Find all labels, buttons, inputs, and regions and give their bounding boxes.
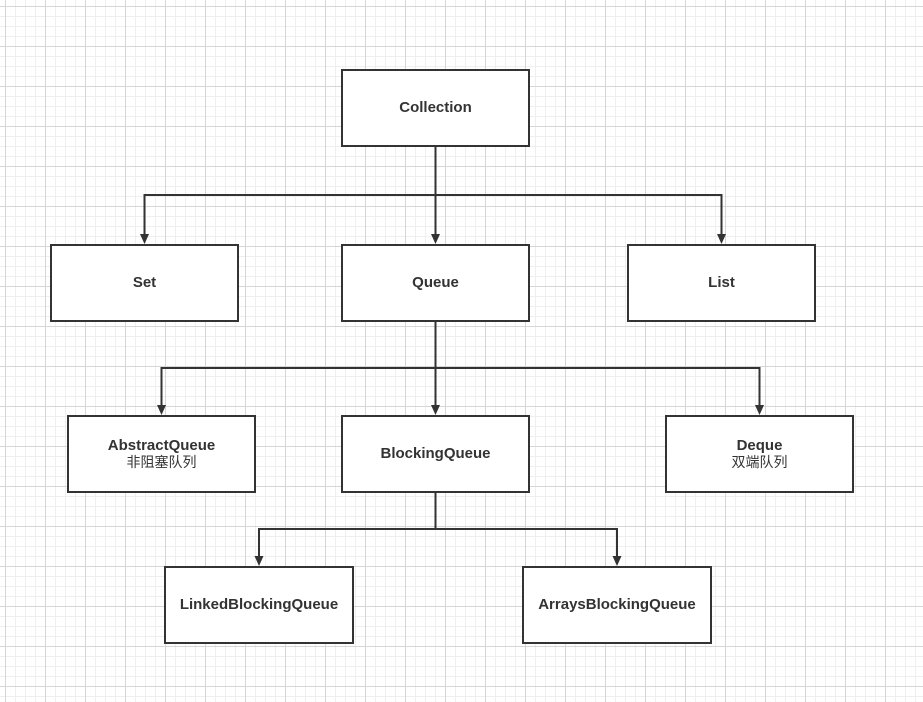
node-abstract-queue-sublabel: 非阻塞队列	[126, 454, 197, 471]
node-deque-label: Deque	[736, 436, 783, 454]
node-collection-label: Collection	[399, 99, 472, 116]
node-blocking-queue[interactable]: BlockingQueue	[341, 415, 530, 493]
connector-line	[434, 493, 618, 557]
node-deque[interactable]: Deque 双端队列	[665, 415, 854, 493]
arrowhead-icon	[140, 234, 149, 244]
arrowhead-icon	[431, 405, 440, 415]
node-linked-blocking-queue[interactable]: LinkedBlockingQueue	[164, 566, 354, 644]
arrowhead-icon	[157, 405, 166, 415]
node-deque-sublabel: 双端队列	[731, 454, 788, 471]
edge-blocking-queue-to-linked-blocking-queue	[254, 493, 437, 566]
arrowhead-icon	[717, 234, 726, 244]
edge-collection-to-list	[434, 147, 726, 244]
arrowhead-icon	[431, 234, 440, 244]
node-arrays-blocking-queue-label: ArraysBlockingQueue	[538, 596, 696, 613]
node-linked-blocking-queue-label: LinkedBlockingQueue	[179, 596, 339, 613]
edge-queue-to-abstract-queue	[157, 322, 437, 415]
edge-queue-to-deque	[434, 322, 764, 415]
connector-line	[143, 147, 437, 235]
arrowhead-icon	[755, 405, 764, 415]
node-blocking-queue-label: BlockingQueue	[380, 445, 491, 462]
node-arrays-blocking-queue[interactable]: ArraysBlockingQueue	[522, 566, 712, 644]
node-list-label: List	[708, 274, 735, 291]
node-collection[interactable]: Collection	[341, 69, 530, 147]
node-abstract-queue-label: AbstractQueue	[107, 436, 216, 454]
edge-collection-to-set	[140, 147, 437, 244]
node-set-label: Set	[132, 274, 157, 291]
node-queue-label: Queue	[412, 274, 459, 291]
connector-line	[160, 322, 437, 406]
arrowhead-icon	[612, 556, 622, 566]
connector-line	[258, 493, 437, 557]
node-queue[interactable]: Queue	[341, 244, 530, 322]
connector-line	[434, 147, 723, 235]
node-list[interactable]: List	[627, 244, 816, 322]
arrowhead-icon	[254, 556, 264, 566]
node-abstract-queue[interactable]: AbstractQueue 非阻塞队列	[67, 415, 256, 493]
connector-line	[434, 322, 761, 406]
edge-blocking-queue-to-arrays-blocking-queue	[434, 493, 622, 566]
node-set[interactable]: Set	[50, 244, 239, 322]
